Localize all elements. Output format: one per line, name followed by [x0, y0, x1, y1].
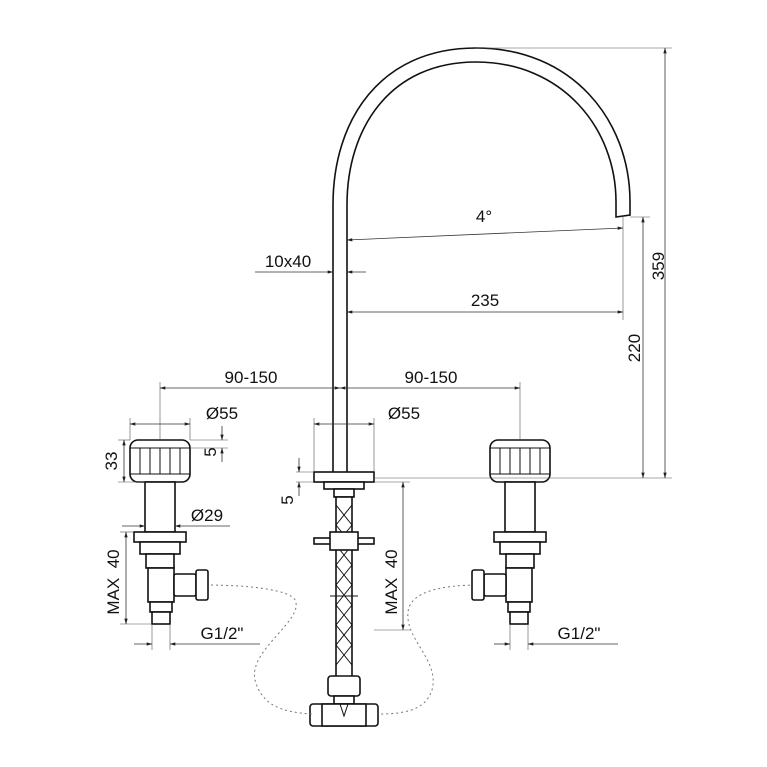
label-handle-rim: 5 — [201, 447, 220, 456]
flexible-hoses — [205, 584, 481, 715]
t-connector — [309, 675, 379, 727]
dim-spout-reach — [346, 217, 624, 320]
dim-handle-diameter — [129, 418, 191, 440]
dim-handle-rim — [190, 426, 228, 462]
dim-base-thickness — [296, 458, 314, 496]
spout-supply-hose — [313, 496, 375, 681]
label-max-deck-left: MAX 40 — [104, 549, 123, 614]
spout-base — [313, 471, 375, 498]
label-max-deck-center: MAX 40 — [382, 549, 401, 614]
label-handle-height: 33 — [102, 452, 121, 471]
dim-max-deck-center — [374, 481, 410, 631]
label-base-diameter: Ø55 — [388, 404, 420, 423]
label-spout-reach: 235 — [471, 291, 499, 310]
label-spout-height: 220 — [625, 334, 644, 362]
label-thread-left: G1/2" — [201, 624, 244, 643]
dim-spout-height — [630, 216, 650, 479]
label-spout-angle: 4° — [476, 207, 492, 226]
label-body-diameter: Ø29 — [191, 506, 223, 525]
dim-base-diameter — [313, 418, 375, 472]
dim-spacing — [159, 382, 521, 440]
label-spout-section: 10x40 — [265, 252, 311, 271]
dim-thread-left — [134, 624, 260, 650]
label-overall-height: 359 — [649, 252, 668, 280]
label-handle-diameter: Ø55 — [206, 404, 238, 423]
left-handle-valve — [129, 439, 209, 625]
label-spacing-right: 90-150 — [405, 368, 458, 387]
dim-handle-height — [118, 439, 145, 483]
gooseneck-spout — [332, 47, 631, 479]
label-spacing-left: 90-150 — [225, 368, 278, 387]
right-handle-valve — [471, 439, 551, 625]
label-thread-right: G1/2" — [558, 624, 601, 643]
label-base-thickness: 5 — [278, 495, 297, 504]
dim-overall-height — [374, 47, 672, 479]
dim-thread-right — [494, 624, 618, 650]
dim-spout-angle — [346, 226, 624, 242]
dim-max-deck-left — [120, 531, 152, 625]
